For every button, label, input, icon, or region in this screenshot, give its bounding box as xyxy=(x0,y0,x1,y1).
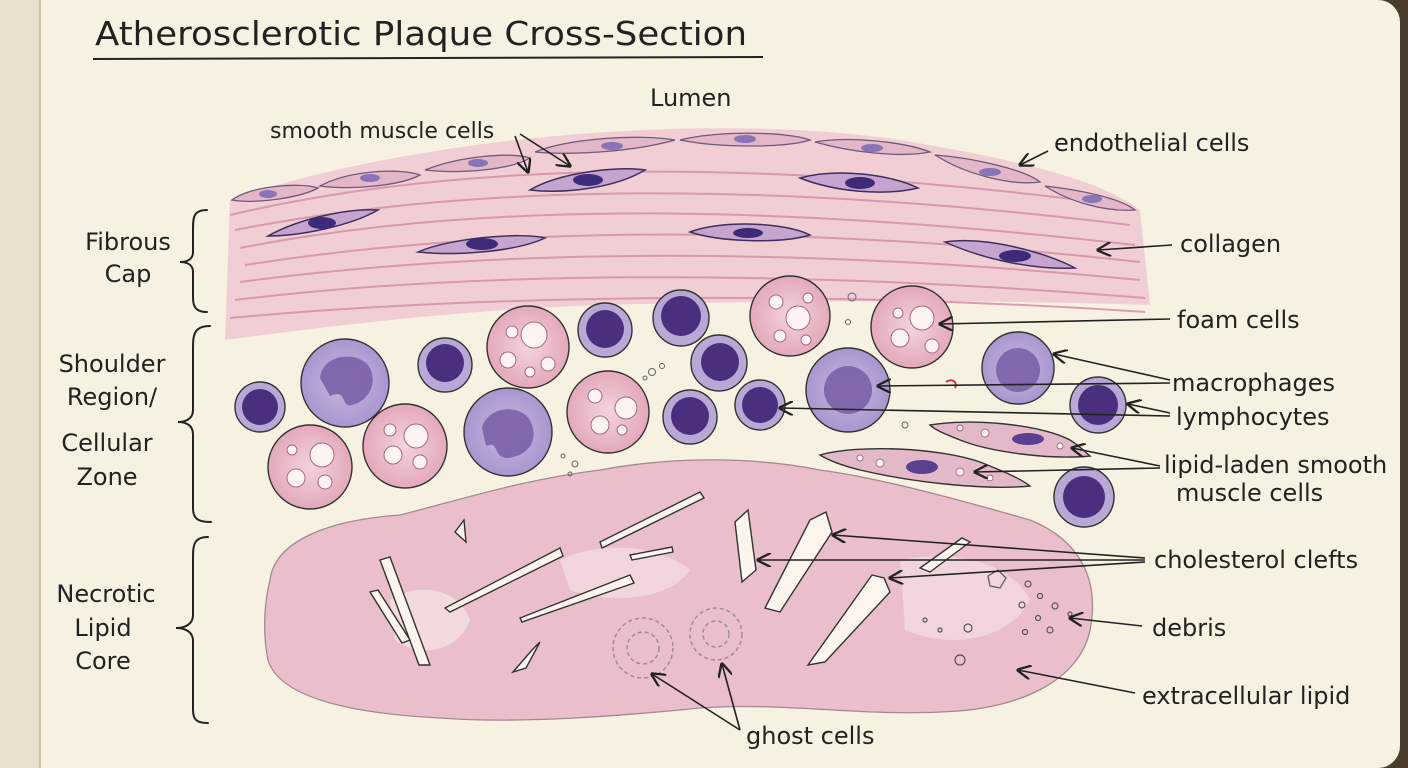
shoulder-region-label-line-2: Region/ xyxy=(67,383,158,411)
shoulder-region-label-line-1: Shoulder xyxy=(59,350,166,378)
binding-edge xyxy=(0,0,40,768)
shoulder-region-label-line-3: Cellular xyxy=(61,429,152,457)
shoulder-region-label-line-4: Zone xyxy=(76,463,137,491)
extracellular-lipid-label: extracellular lipid xyxy=(1142,682,1350,710)
ghost-cells-label: ghost cells xyxy=(746,722,874,750)
fibrous-cap-label-line-1: Fibrous xyxy=(85,228,171,256)
debris-label: debris xyxy=(1152,614,1226,642)
collagen-label: collagen xyxy=(1180,230,1281,258)
lumen-label: Lumen xyxy=(650,84,732,112)
lymphocytes-label: lymphocytes xyxy=(1176,403,1329,431)
fibrous-cap-label-line-2: Cap xyxy=(105,260,152,288)
endothelial-label: endothelial cells xyxy=(1054,129,1249,157)
foam-cells-label: foam cells xyxy=(1177,306,1300,334)
lipid-laden-label-line-2: muscle cells xyxy=(1176,479,1323,507)
macrophages-label: macrophages xyxy=(1172,369,1335,397)
necrotic-core-label-line-3: Core xyxy=(75,647,131,675)
cholesterol-clefts-label: cholesterol clefts xyxy=(1154,546,1358,574)
smooth-muscle-label: smooth muscle cells xyxy=(270,119,494,144)
necrotic-core-label-line-2: Lipid xyxy=(74,614,131,642)
lipid-laden-label-line-1: lipid-laden smooth xyxy=(1164,451,1387,479)
diagram-title: Atherosclerotic Plaque Cross-Section xyxy=(95,14,747,53)
necrotic-core-label-line-1: Necrotic xyxy=(56,580,155,608)
title-group: Atherosclerotic Plaque Cross-Section xyxy=(93,14,763,59)
